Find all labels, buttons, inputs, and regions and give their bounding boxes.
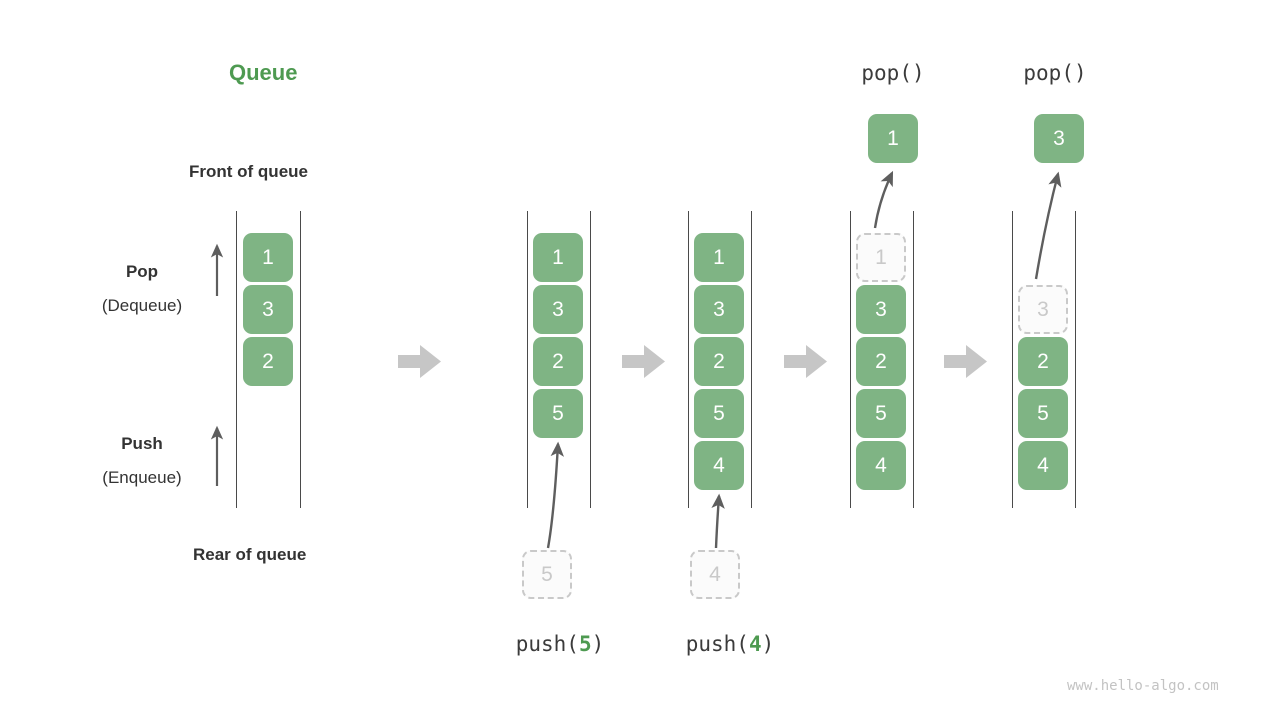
queue-rail-left-col3 <box>688 211 689 508</box>
popped-cell: 3 <box>1034 114 1084 163</box>
transition-arrow-1 <box>398 345 441 378</box>
pending-push-cell: 4 <box>690 550 740 599</box>
popped-slot-ghost: 3 <box>1018 285 1068 334</box>
pop-caption-col4: pop() <box>861 61 925 85</box>
queue-rail-right-col3 <box>751 211 752 508</box>
push-prefix: push( <box>515 632 579 656</box>
push-5-caption: push(5) <box>460 632 660 656</box>
transition-arrow-2 <box>622 345 665 378</box>
push-4-insert-arrow <box>711 493 725 549</box>
pop-op-title: Pop <box>125 262 159 281</box>
queue-rail-left-col1 <box>236 211 237 508</box>
queue-rail-right-col4 <box>913 211 914 508</box>
push-op-subtitle: (Enqueue) <box>102 468 182 487</box>
push-suffix: ) <box>591 632 605 656</box>
front-of-queue-label: Front of queue <box>189 162 308 181</box>
queue-cell: 5 <box>694 389 744 438</box>
queue-rail-left-col4 <box>850 211 851 508</box>
queue-rail-right-col2 <box>590 211 591 508</box>
pending-push-cell: 5 <box>522 550 572 599</box>
queue-rail-right-col5 <box>1075 211 1076 508</box>
queue-cell-new: 4 <box>694 441 744 490</box>
queue-cell: 2 <box>856 337 906 386</box>
transition-arrow-4 <box>944 345 987 378</box>
push-4-caption: push(4) <box>630 632 830 656</box>
queue-cell: 5 <box>856 389 906 438</box>
popped-slot-ghost: 1 <box>856 233 906 282</box>
queue-cell: 1 <box>533 233 583 282</box>
transition-arrow-3 <box>784 345 827 378</box>
pop-3-eject-arrow <box>1034 171 1062 280</box>
push-suffix: ) <box>761 632 775 656</box>
queue-rail-left-col2 <box>527 211 528 508</box>
queue-cell: 2 <box>533 337 583 386</box>
rear-of-queue-label: Rear of queue <box>193 545 307 564</box>
queue-cell: 3 <box>856 285 906 334</box>
queue-rail-left-col5 <box>1012 211 1013 508</box>
pop-op-subtitle: (Dequeue) <box>101 296 183 315</box>
push-arg: 5 <box>578 632 592 656</box>
queue-cell: 5 <box>1018 389 1068 438</box>
queue-cell: 3 <box>243 285 293 334</box>
push-prefix: push( <box>685 632 749 656</box>
queue-rail-right-col1 <box>300 211 301 508</box>
page-title: Queue <box>229 60 298 85</box>
popped-cell: 1 <box>868 114 918 163</box>
push-op-title: Push <box>121 434 163 453</box>
pop-1-eject-arrow <box>873 170 894 229</box>
watermark: www.hello-algo.com <box>1067 678 1219 694</box>
push-5-insert-arrow <box>546 441 565 549</box>
pop-caption-col5: pop() <box>1023 61 1087 85</box>
queue-cell: 3 <box>694 285 744 334</box>
queue-cell: 4 <box>856 441 906 490</box>
queue-cell: 4 <box>1018 441 1068 490</box>
queue-cell: 2 <box>243 337 293 386</box>
queue-cell: 2 <box>1018 337 1068 386</box>
queue-cell-new: 5 <box>533 389 583 438</box>
queue-cell: 1 <box>694 233 744 282</box>
queue-cell: 1 <box>243 233 293 282</box>
queue-cell: 3 <box>533 285 583 334</box>
queue-cell: 2 <box>694 337 744 386</box>
push-arg: 4 <box>748 632 762 656</box>
